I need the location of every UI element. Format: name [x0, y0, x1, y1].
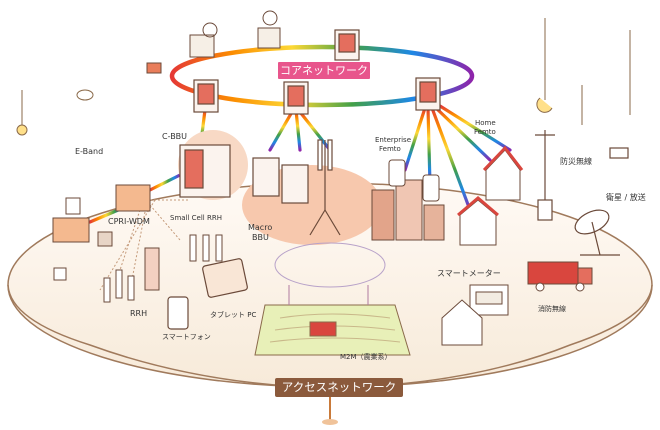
rrh-label: RRH: [130, 309, 148, 318]
tablet-pc-label: タブレット PC: [210, 311, 257, 319]
macro-bbu-label-1: Macro: [248, 223, 273, 232]
home-femto-label-2: Femto: [474, 128, 496, 136]
satellite-broadcast-label: 衛星 / 放送: [606, 193, 646, 202]
macro-bbu: [242, 139, 382, 245]
enterprise-femto-label-2: Femto: [379, 145, 401, 153]
tablet-pc: [202, 258, 248, 298]
m2m-farm: [254, 242, 411, 356]
smart-meter-label: スマートメーター: [437, 269, 501, 278]
smartphone-label: スマートフォン: [162, 333, 211, 341]
left-devices: [52, 184, 160, 291]
core-server-right: [415, 77, 441, 111]
core-network-label: コアネットワーク: [278, 62, 370, 79]
core-servers: [193, 29, 441, 115]
fire-radio-label: 消防無線: [538, 305, 566, 313]
macro-bbu-label-2: BBU: [252, 233, 269, 242]
sky-decorations: [16, 18, 631, 136]
access-network-label: アクセスネットワーク: [275, 378, 403, 397]
power-plants: [146, 10, 281, 74]
fire-truck: [527, 261, 593, 292]
disaster-radio-label: 防災無線: [560, 157, 592, 166]
cbbu-label: C-BBU: [162, 132, 188, 141]
enterprise-femto-label-1: Enterprise: [375, 136, 412, 144]
rrh-poles: [103, 234, 223, 303]
m2m-label: M2M（農業系）: [340, 353, 392, 361]
core-server-mid: [283, 81, 309, 115]
cpri-dotted-links: [99, 199, 190, 291]
home-femto-label-1: Home: [475, 119, 496, 127]
small-cell-rrh-label: Small Cell RRH: [170, 214, 222, 222]
cpri-wdm-label: CPRI-WDM: [108, 217, 150, 226]
femto-buildings: [371, 145, 524, 246]
core-server-left: [193, 79, 219, 113]
rainbow-links: [88, 104, 512, 224]
core-server-top: [334, 29, 360, 61]
smartphone-device: [167, 296, 189, 330]
disaster-radio-tower: [535, 130, 555, 221]
eband-label: E-Band: [75, 147, 104, 156]
cbbu-server: [178, 130, 248, 200]
smart-meter: [441, 284, 509, 346]
satellite-dish: [574, 147, 629, 256]
core-network-ring: [169, 44, 475, 108]
